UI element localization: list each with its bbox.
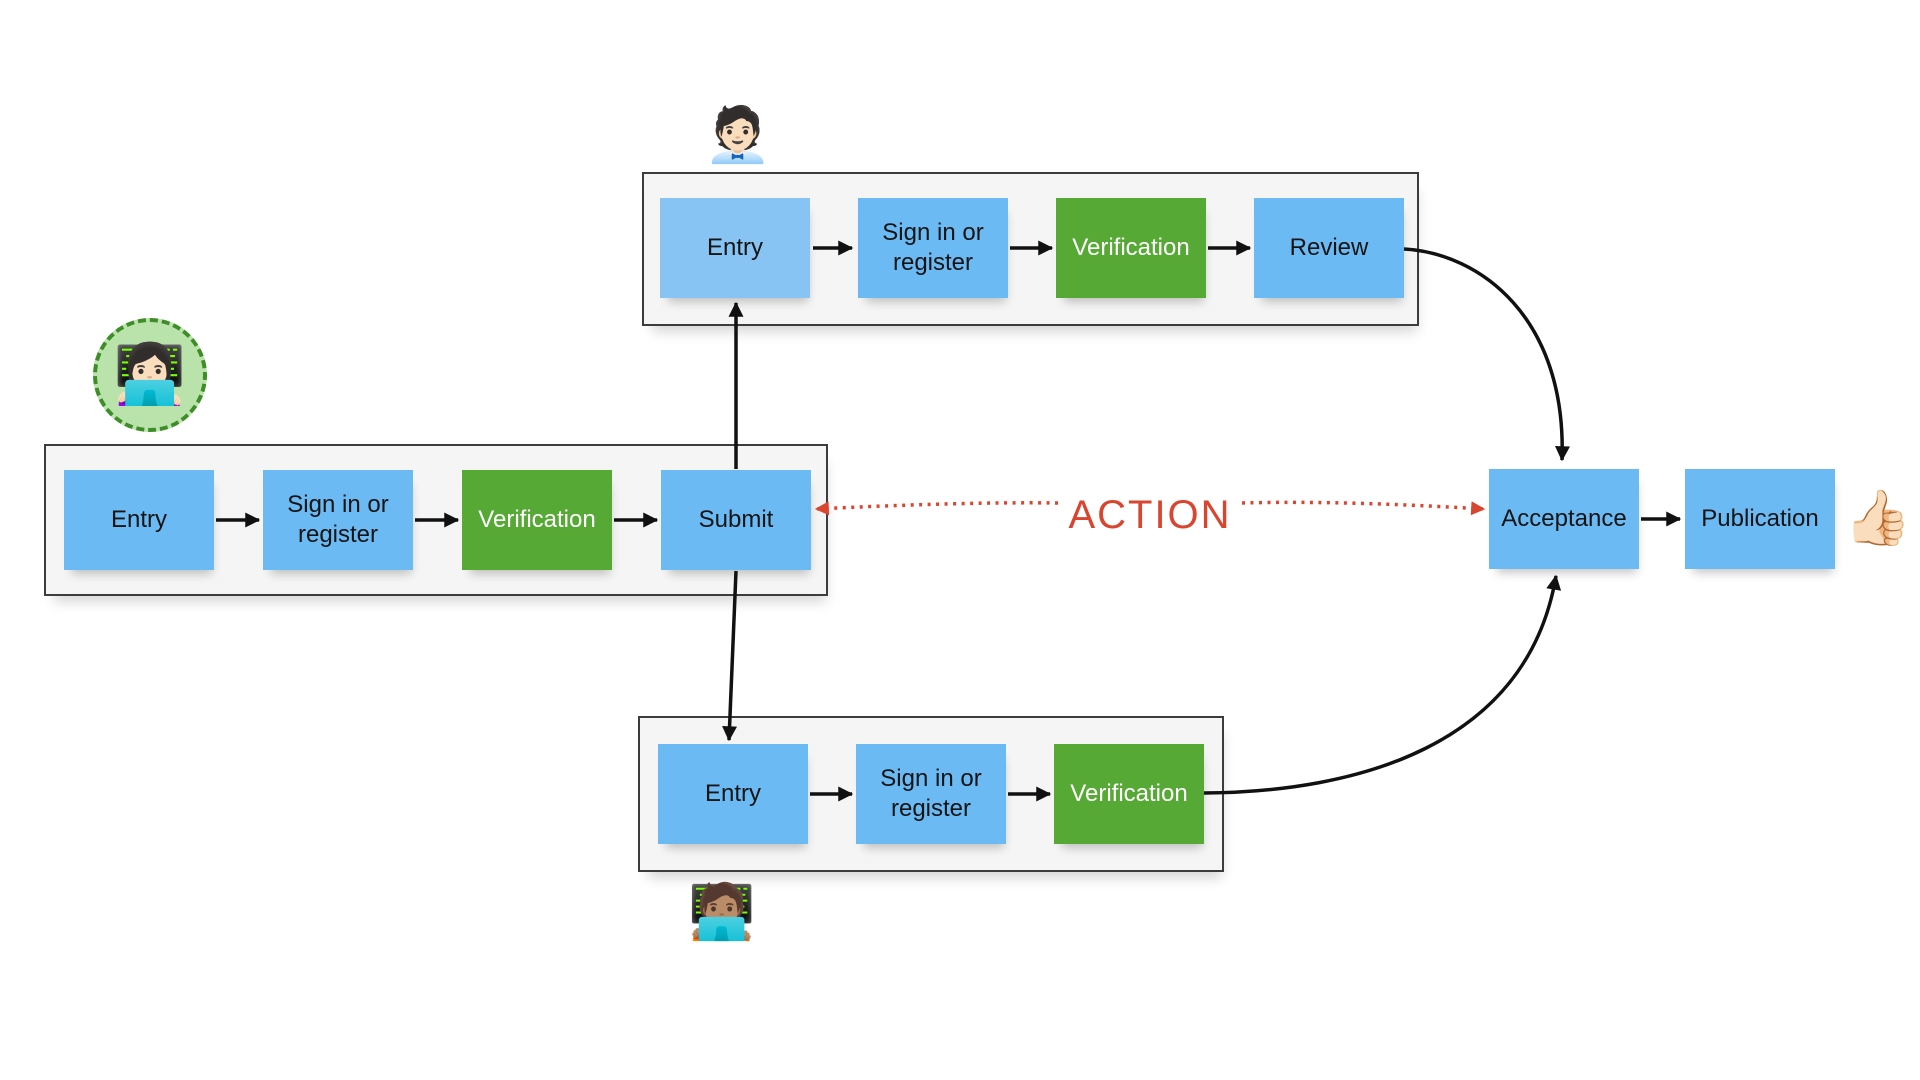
- node-label: Entry: [110, 506, 167, 533]
- avatar: 👩🏻‍💻: [93, 318, 207, 432]
- node-middle-verification: Verification: [462, 470, 612, 570]
- woman-technologist-emoji: 👩🏻‍💻: [113, 342, 187, 407]
- action-label: ACTION: [1068, 493, 1232, 537]
- node-label: Sign in or register: [882, 219, 984, 276]
- node-label: Verification: [1072, 234, 1190, 261]
- node-label: Review: [1289, 234, 1369, 261]
- thumbs-up-icon: 👍🏻: [1844, 488, 1912, 548]
- node-middle-entry: Entry: [64, 470, 214, 570]
- node-top-verification: Verification: [1056, 198, 1206, 298]
- node-label: Verification: [1070, 780, 1188, 807]
- office-worker-emoji: 🧑🏻‍💼: [704, 105, 772, 165]
- node-label: Submit: [698, 506, 774, 533]
- node-top-review: Review: [1254, 198, 1404, 298]
- node-label: Verification: [478, 506, 596, 533]
- node-label: Sign in or register: [880, 765, 982, 822]
- arrow-submit-to-bottom-entry: [722, 570, 738, 742]
- node-top-entry: Entry: [660, 198, 810, 298]
- node-bottom-verification: Verification: [1054, 744, 1204, 844]
- node-publication: Publication: [1685, 469, 1835, 569]
- node-middle-signin: Sign in or register: [263, 470, 413, 570]
- node-top-signin: Sign in or register: [858, 198, 1008, 298]
- node-bottom-entry: Entry: [658, 744, 808, 844]
- node-label: Acceptance: [1501, 505, 1627, 532]
- node-acceptance: Acceptance: [1489, 469, 1639, 569]
- node-middle-submit: Submit: [661, 470, 811, 570]
- node-label: Sign in or register: [287, 491, 389, 548]
- arrow-bottom-verification-to-acceptance: [1203, 574, 1562, 795]
- technologist-emoji: 🧑🏽‍💻: [688, 882, 756, 942]
- node-label: Entry: [704, 780, 761, 807]
- arrow-review-to-acceptance: [1403, 247, 1570, 462]
- node-label: Entry: [706, 234, 763, 261]
- node-bottom-signin: Sign in or register: [856, 744, 1006, 844]
- node-label: Publication: [1701, 505, 1819, 532]
